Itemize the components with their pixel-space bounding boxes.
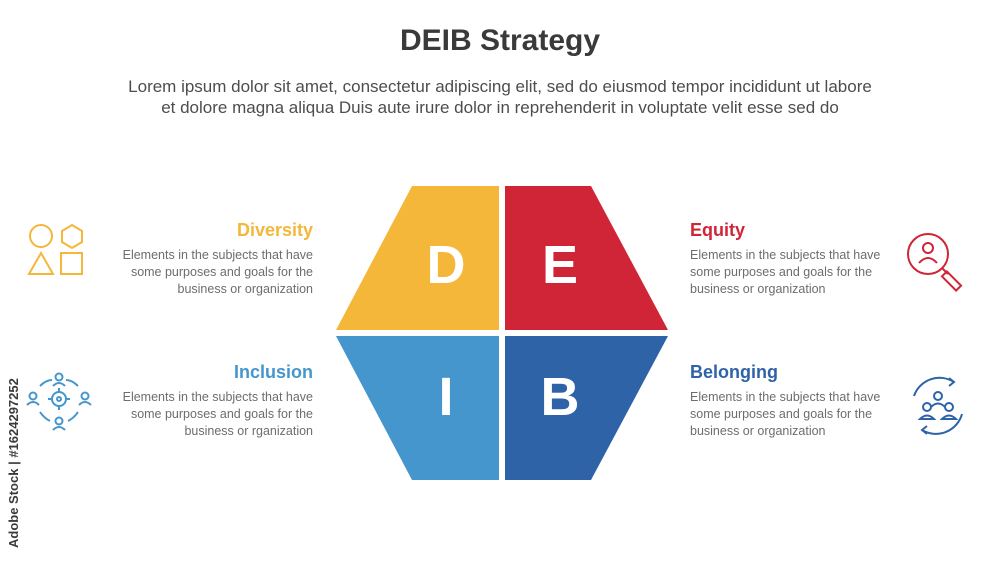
hex-letter-e: E [542, 235, 578, 295]
hex-letter-d: D [427, 235, 466, 295]
diversity-block: Diversity Elements in the subjects that … [98, 220, 313, 298]
page-subtitle: Lorem ipsum dolor sit amet, consectetur … [50, 76, 950, 118]
subtitle-line-2: et dolore magna aliqua Duis aute irure d… [161, 98, 839, 117]
group-cycle-icon [913, 376, 963, 435]
equity-desc-line-2: some purposes and goals for the [690, 265, 873, 279]
inclusion-description: Elements in the subjects that have some … [98, 389, 313, 440]
hex-quadrant-e [505, 186, 668, 330]
belonging-heading: Belonging [690, 362, 778, 382]
belonging-description: Elements in the subjects that have some … [690, 389, 905, 440]
inclusion-heading: Inclusion [233, 362, 313, 382]
diversity-desc-line-1: Elements in the subjects that have [122, 248, 313, 262]
diversity-heading: Diversity [236, 220, 313, 240]
hex-quadrant-i [336, 336, 499, 480]
belonging-desc-line-2: some purposes and goals for the [690, 407, 873, 421]
hex-quadrant-d [336, 186, 499, 330]
inclusion-desc-line-2: some purposes and goals for the [130, 407, 313, 421]
equity-desc-line-3: business or organization [690, 282, 826, 296]
shapes-icon [27, 223, 83, 275]
hex-letter-b: B [541, 367, 580, 427]
hex-quadrant-b [505, 336, 668, 480]
equity-desc-line-1: Elements in the subjects that have [690, 248, 881, 262]
equity-description: Elements in the subjects that have some … [690, 247, 905, 298]
inclusion-desc-line-1: Elements in the subjects that have [122, 390, 313, 404]
subtitle-line-1: Lorem ipsum dolor sit amet, consectetur … [128, 77, 872, 96]
diversity-description: Elements in the subjects that have some … [98, 247, 313, 298]
people-network-gear-icon [26, 372, 92, 431]
diversity-desc-line-2: some purposes and goals for the [130, 265, 313, 279]
belonging-desc-line-3: business or organization [690, 424, 826, 438]
equity-heading: Equity [690, 220, 746, 240]
hex-letter-i: I [438, 367, 453, 427]
belonging-desc-line-1: Elements in the subjects that have [690, 390, 881, 404]
inclusion-desc-line-3: business or rganization [184, 424, 313, 438]
diversity-desc-line-3: business or organization [177, 282, 314, 296]
belonging-block: Belonging Elements in the subjects that … [690, 362, 905, 440]
side-watermark-label: Adobe Stock | #1624297252 [6, 378, 21, 548]
equity-block: Equity Elements in the subjects that hav… [690, 220, 905, 298]
user-search-icon [907, 233, 963, 292]
inclusion-block: Inclusion Elements in the subjects that … [98, 362, 313, 440]
page-title: DEIB Strategy [399, 24, 601, 57]
